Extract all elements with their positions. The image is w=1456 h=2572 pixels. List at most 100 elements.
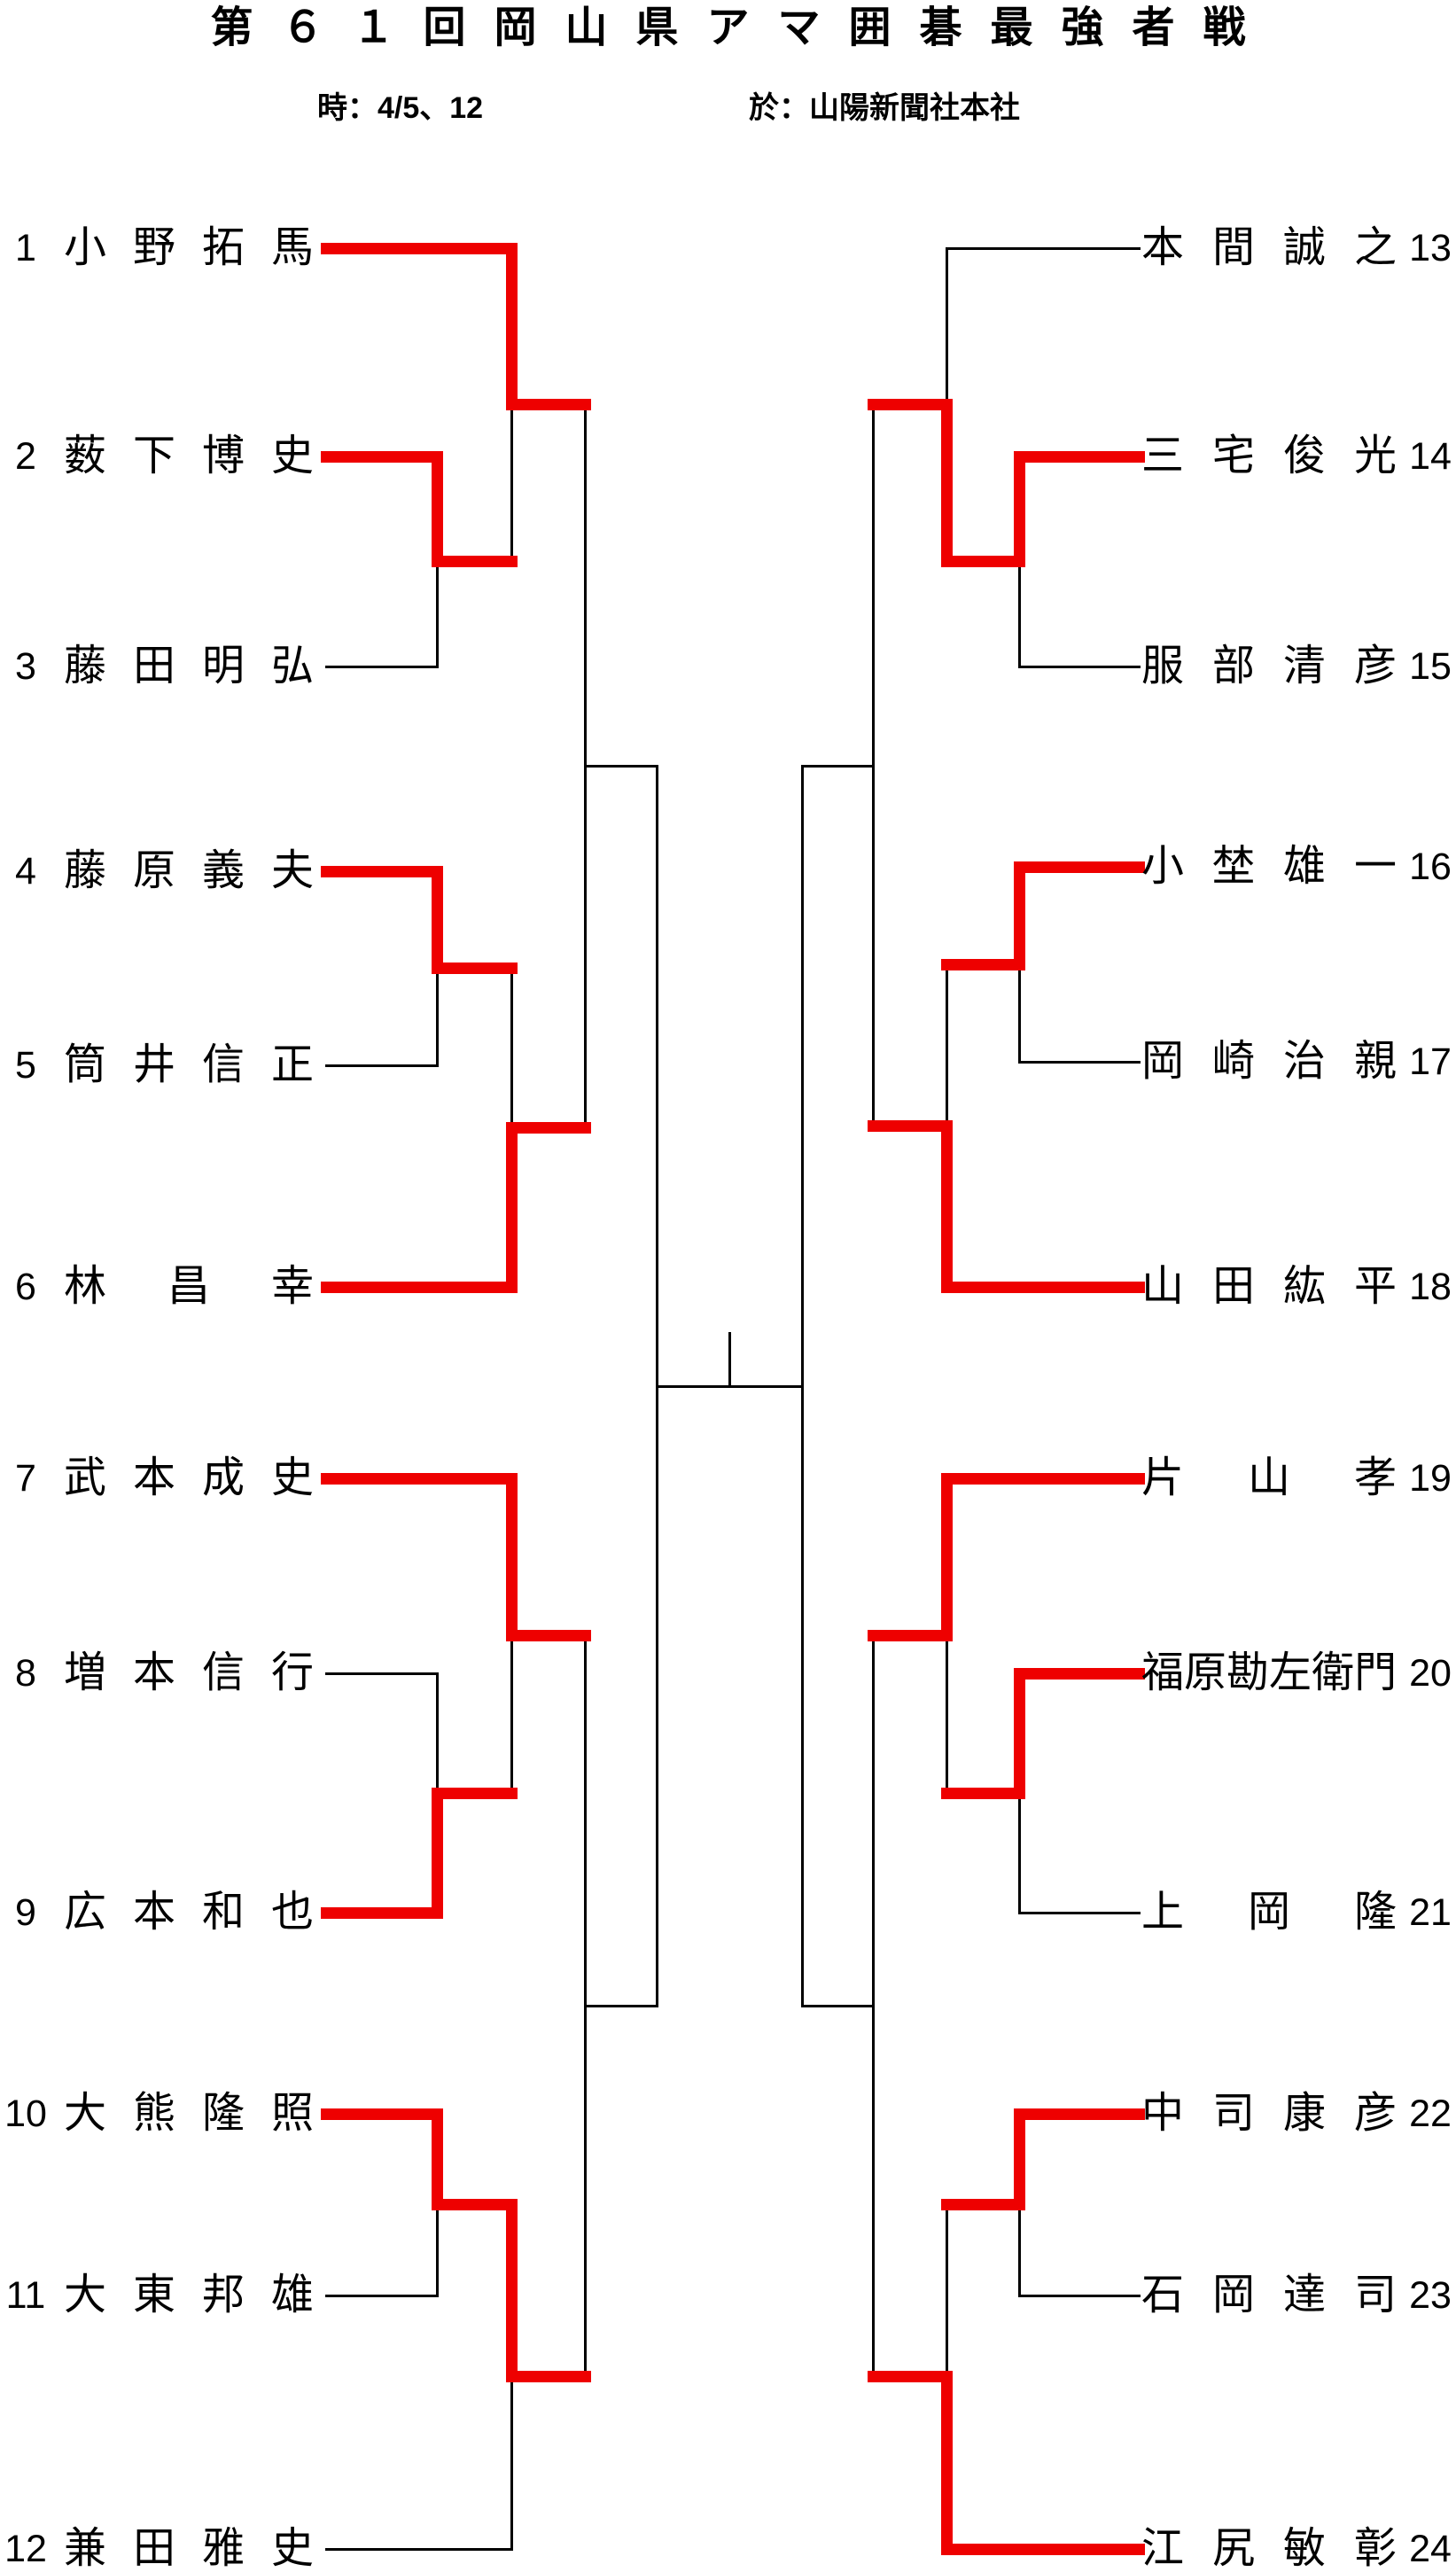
player-name-char: 部 <box>1211 643 1255 690</box>
player-name: 筒井信正 <box>64 1035 314 1095</box>
bracket-line <box>1017 559 1021 668</box>
player-name: 広本和也 <box>64 1882 314 1943</box>
player-name-char: 岡 <box>1141 1038 1185 1085</box>
player-name-char: 行 <box>270 1649 314 1696</box>
player-name-char: 和 <box>201 1889 245 1936</box>
player-name-char: 誠 <box>1282 224 1326 271</box>
player-name-char: 夫 <box>270 847 314 894</box>
bracket-line <box>435 1672 439 1795</box>
player-name: 林昌幸 <box>64 1257 314 1317</box>
player-number: 13 <box>1409 227 1452 269</box>
player-name-char: 原 <box>1184 1649 1227 1696</box>
player-number: 23 <box>1409 2274 1452 2317</box>
bracket-line <box>435 966 439 1067</box>
winner-path-line <box>867 2370 953 2382</box>
player-name-char: 勘 <box>1226 1649 1270 1696</box>
player-name-char: 服 <box>1141 643 1185 690</box>
player-name: 薮下博史 <box>64 426 314 487</box>
player-name-char: 中 <box>1141 2090 1185 2137</box>
player-name-char: 昌 <box>167 1263 210 1310</box>
bracket-line <box>583 2004 658 2007</box>
player-name: 大東邦雄 <box>64 2265 314 2326</box>
player-number: 24 <box>1409 2528 1452 2570</box>
player-name-char: 本 <box>132 1889 175 1936</box>
bracket-line <box>945 246 948 406</box>
player-name-char: 山 <box>1141 1263 1185 1310</box>
player-number: 16 <box>1409 846 1452 888</box>
player-name-char: 井 <box>132 1041 175 1088</box>
player-name-char: 史 <box>270 1454 314 1501</box>
player-name-char: 田 <box>132 2525 175 2572</box>
player-name-char: 門 <box>1354 1649 1398 1696</box>
bracket-line <box>945 2202 948 2378</box>
player-name-char: 拓 <box>201 224 245 271</box>
player-number: 11 <box>5 2274 46 2317</box>
winner-path-line <box>1013 1667 1145 1680</box>
player-name-char: 義 <box>201 847 245 894</box>
bracket-line <box>1017 1791 1021 1914</box>
player-name-char: 岡 <box>1211 2272 1255 2319</box>
winner-path-line <box>505 1121 518 1293</box>
bracket-line <box>1017 2202 1021 2297</box>
player-name-char: 隆 <box>1353 1889 1397 1936</box>
player-name-char: 藤 <box>64 643 107 690</box>
player-number: 15 <box>1409 645 1452 688</box>
player-name-char: 衛 <box>1312 1649 1355 1696</box>
player-name-char: 田 <box>132 643 175 690</box>
winner-path-line <box>320 1906 443 1919</box>
bracket-line <box>800 2004 875 2007</box>
player-name: 小野拓馬 <box>64 218 314 278</box>
player-name-char: 下 <box>132 433 175 479</box>
player-number: 4 <box>15 850 36 892</box>
player-name-char: 岡 <box>1247 1889 1290 1936</box>
player-number: 21 <box>1409 1891 1452 1934</box>
player-name-char: 左 <box>1269 1649 1312 1696</box>
player-name-char: 本 <box>132 1454 175 1501</box>
bracket-line <box>800 764 875 768</box>
winner-path-line <box>940 2198 1025 2210</box>
player-name-char: 敏 <box>1282 2525 1326 2572</box>
winner-path-line <box>940 2543 1145 2555</box>
player-name: 片山孝 <box>1141 1448 1397 1508</box>
player-name-char: 福 <box>1141 1649 1185 1696</box>
player-number: 19 <box>1409 1457 1452 1500</box>
bracket-line <box>324 1672 439 1675</box>
player-name: 山田紘平 <box>1141 1257 1397 1317</box>
winner-path-line <box>867 1629 953 1641</box>
player-name: 服部清彦 <box>1141 636 1397 697</box>
winner-path-line <box>431 1787 443 1919</box>
player-name-char: 史 <box>270 2525 314 2572</box>
player-name: 福原勘左衛門 <box>1141 1643 1397 1703</box>
winner-path-line <box>1013 450 1025 567</box>
player-name-char: 幸 <box>270 1263 314 1310</box>
player-number: 22 <box>1409 2093 1452 2135</box>
player-name-char: 小 <box>64 224 107 271</box>
bracket-line <box>1017 1060 1141 1064</box>
player-name: 本間誠之 <box>1141 218 1397 278</box>
player-number: 3 <box>15 645 36 688</box>
player-name-char: 雅 <box>201 2525 245 2572</box>
player-number: 5 <box>15 1044 36 1087</box>
player-name-char: 広 <box>64 1889 107 1936</box>
player-name: 江尻敏彰 <box>1141 2519 1397 2572</box>
bracket-line <box>800 764 804 2007</box>
winner-path-line <box>1013 1667 1025 1799</box>
winner-path-line <box>505 1472 518 1641</box>
player-name-char: 隆 <box>201 2090 245 2137</box>
player-name: 増本信行 <box>64 1643 314 1703</box>
player-name-char: 増 <box>64 1649 107 1696</box>
player-name-char: 雄 <box>270 2272 314 2319</box>
player-name-char: 治 <box>1282 1038 1326 1085</box>
player-name-char: 彰 <box>1353 2525 1397 2572</box>
winner-path-line <box>505 2370 591 2382</box>
player-name-char: 弘 <box>270 643 314 690</box>
player-name-char: 邦 <box>201 2272 245 2319</box>
player-name-char: 也 <box>270 1889 314 1936</box>
player-name-char: 筒 <box>64 1041 107 1088</box>
winner-path-line <box>320 450 443 463</box>
bracket-line <box>510 1633 513 1795</box>
winner-path-line <box>867 398 953 410</box>
winner-path-line <box>940 1281 1145 1293</box>
player-name-char: 明 <box>201 643 245 690</box>
